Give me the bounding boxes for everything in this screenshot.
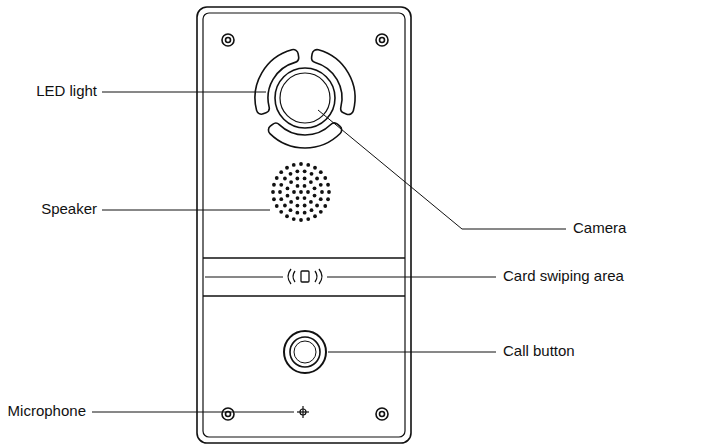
grille-hole — [303, 184, 307, 188]
grille-hole — [315, 204, 319, 208]
grille-hole — [309, 180, 313, 184]
grille-hole — [285, 166, 289, 170]
band-edge — [203, 257, 405, 259]
grille-hole — [303, 177, 307, 181]
part-label: Call button — [503, 342, 575, 360]
grille-hole — [289, 200, 293, 204]
grille-hole — [299, 190, 303, 194]
grille-hole — [303, 204, 307, 208]
grille-hole — [310, 208, 314, 212]
grille-hole — [303, 211, 307, 215]
grille-hole — [289, 208, 293, 212]
grille-hole — [319, 183, 323, 187]
grille-hole — [299, 162, 303, 166]
grille-hole — [285, 214, 289, 218]
grille-hole — [279, 183, 283, 187]
led-ring — [255, 50, 355, 148]
grille-hole — [309, 200, 313, 204]
camera-lens — [275, 68, 335, 128]
grille-hole — [303, 196, 307, 200]
grille-hole — [296, 184, 300, 188]
grille-hole — [319, 210, 323, 214]
part-label: Microphone — [8, 402, 86, 420]
grille-hole — [271, 190, 275, 194]
grille-hole — [320, 190, 324, 194]
grille-hole — [313, 214, 317, 218]
grille-hole — [313, 194, 317, 198]
grille-hole — [315, 177, 319, 181]
grille-hole — [292, 217, 296, 221]
microphone-hole — [297, 406, 309, 418]
grille-hole — [279, 210, 283, 214]
grille-hole — [326, 183, 330, 187]
grille-hole — [295, 169, 299, 173]
grille-hole — [295, 177, 299, 181]
grille-hole — [292, 163, 296, 167]
grille-hole — [299, 218, 303, 222]
grille-hole — [327, 190, 331, 194]
grille-hole — [310, 172, 314, 176]
card-symbol — [288, 269, 322, 284]
part-label: LED light — [36, 82, 97, 100]
grille-hole — [289, 172, 293, 176]
call-button — [284, 331, 326, 373]
grille-hole — [292, 190, 296, 194]
grille-hole — [306, 190, 310, 194]
leader-lines — [92, 92, 566, 412]
grille-hole — [272, 197, 276, 201]
grille-hole — [313, 186, 317, 190]
grille-hole — [286, 194, 290, 198]
grille-hole — [279, 197, 283, 201]
part-label: Card swiping area — [503, 267, 624, 285]
grille-hole — [306, 217, 310, 221]
led-segment — [312, 50, 355, 115]
grille-hole — [303, 169, 307, 173]
grille-hole — [272, 183, 276, 187]
grille-hole — [275, 176, 279, 180]
grille-hole — [283, 177, 287, 181]
grille-hole — [295, 211, 299, 215]
faceplate-outline — [203, 13, 405, 437]
grille-hole — [306, 163, 310, 167]
housing-outline — [197, 7, 411, 443]
part-label: Speaker — [41, 200, 97, 218]
led-segment — [255, 50, 299, 115]
grille-hole — [289, 180, 293, 184]
grille-hole — [323, 204, 327, 208]
grille-hole — [313, 166, 317, 170]
band-edge — [203, 295, 405, 297]
grille-hole — [326, 197, 330, 201]
grille-hole — [275, 204, 279, 208]
grille-hole — [323, 176, 327, 180]
grille-hole — [279, 170, 283, 174]
grille-hole — [296, 204, 300, 208]
grille-hole — [296, 196, 300, 200]
speaker-grille — [271, 162, 331, 222]
grille-hole — [283, 204, 287, 208]
grille-hole — [286, 187, 290, 191]
grille-hole — [278, 190, 282, 194]
led-segment — [268, 123, 341, 148]
part-label: Camera — [573, 219, 626, 237]
grille-hole — [319, 170, 323, 174]
grille-hole — [319, 197, 323, 201]
